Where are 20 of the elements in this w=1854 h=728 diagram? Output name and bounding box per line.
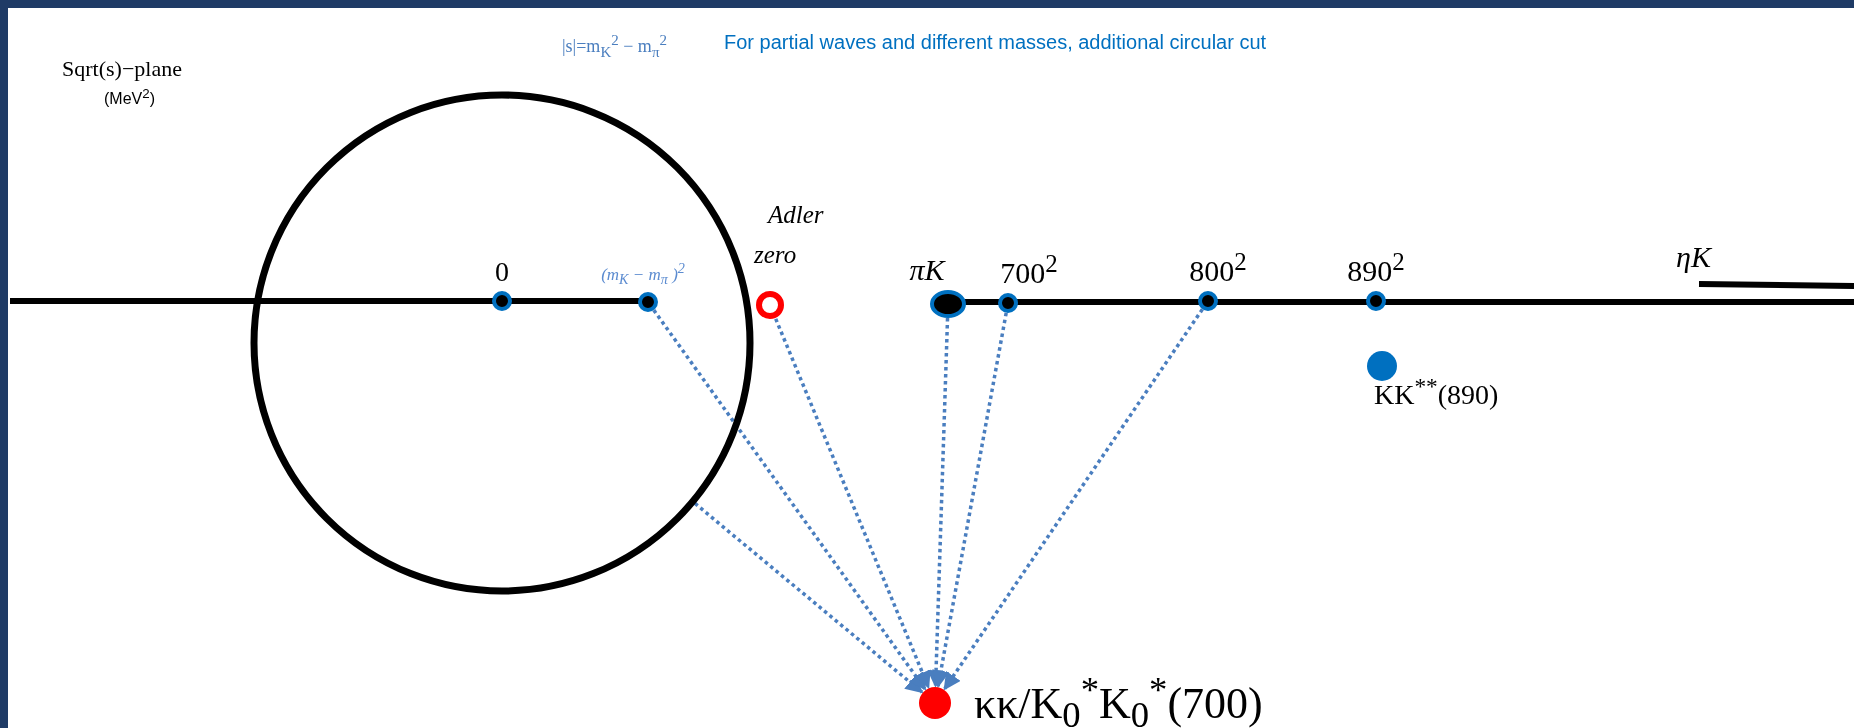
point-label: KK$^{**}$(890) — [1374, 374, 1499, 410]
arrow — [774, 318, 931, 689]
point-label: 700$^{2}$ — [1000, 250, 1058, 288]
arrow — [932, 312, 1008, 688]
unit-label: (MeV$^{2}$) — [104, 86, 155, 109]
point-label: 890$^{2}$ — [1347, 248, 1405, 286]
point-label: 0 — [495, 256, 509, 286]
note-text: For partial waves and different masses, additional circular cut — [724, 31, 1267, 54]
arrow — [693, 502, 924, 694]
plane-title: Sqrt(s)−plane — [62, 56, 182, 82]
arrow — [652, 309, 927, 691]
point-label: 800$^{2}$ — [1189, 248, 1247, 286]
arrow — [943, 308, 1204, 691]
point-label: (m$_{K}$ − m$_{π}$ )$^{2}$ — [601, 261, 685, 287]
point-label: πK — [909, 253, 945, 285]
arrow — [927, 317, 950, 688]
cut-circle — [250, 91, 754, 595]
point-label: Adler zero — [754, 200, 824, 270]
resonance-label: κκ/K$_{0}$$^{*}$K$_{0}$$^{*}$(700) — [974, 671, 1263, 728]
channel-label: ηK — [1676, 240, 1711, 274]
